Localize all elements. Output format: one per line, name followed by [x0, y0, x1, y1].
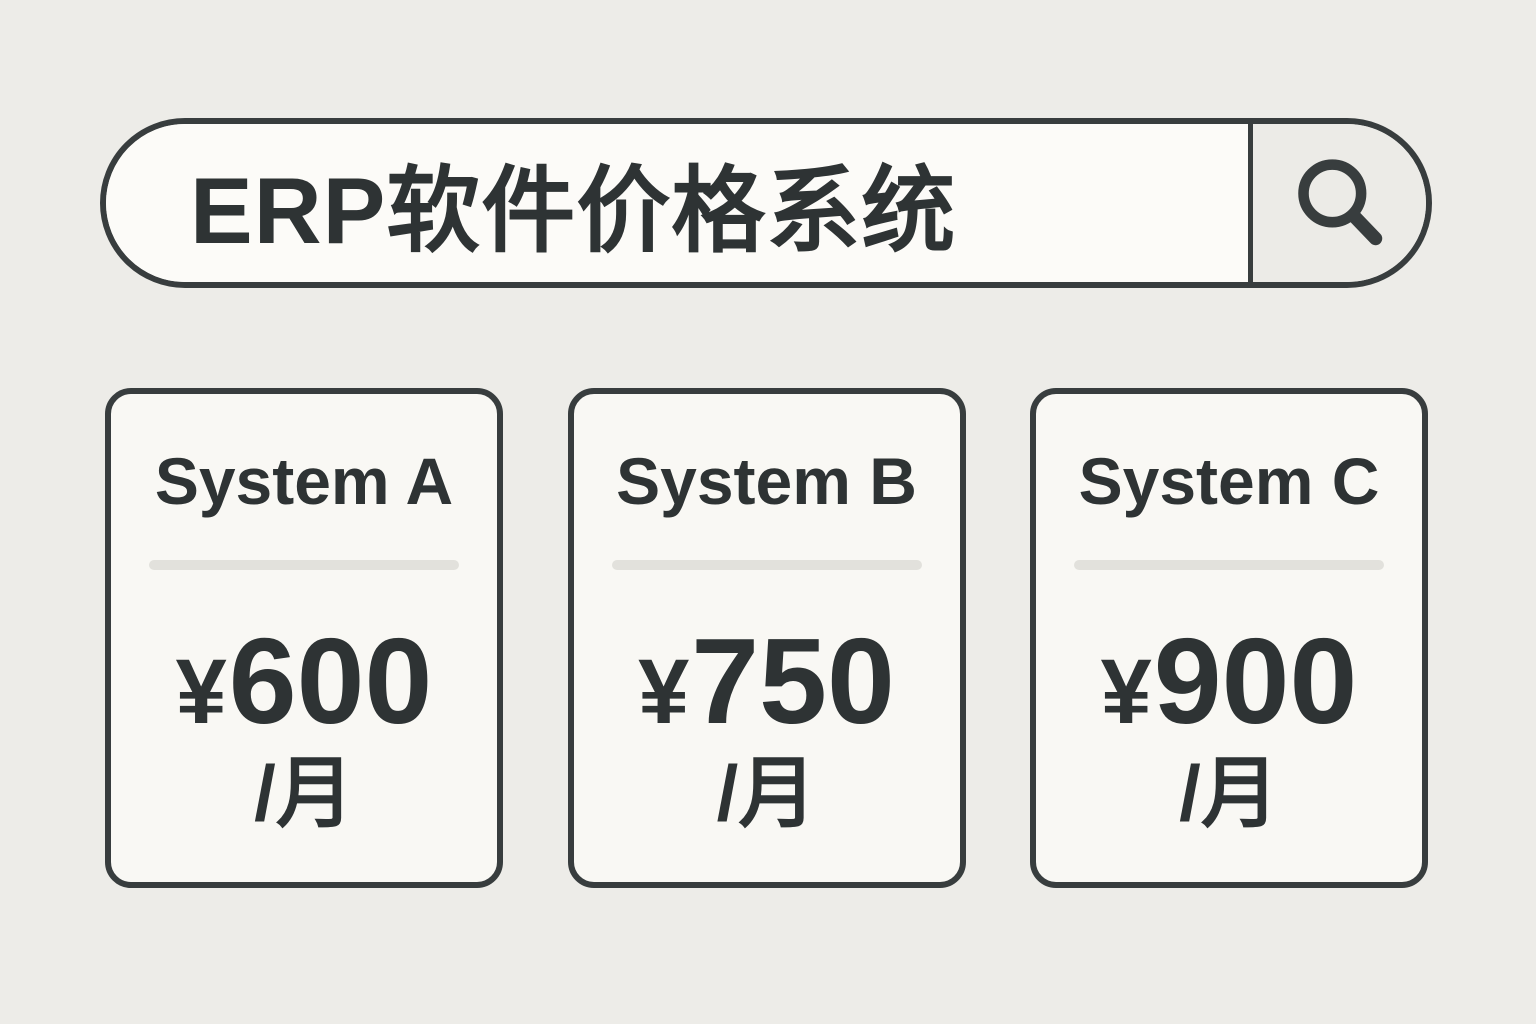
- card-price: ¥750: [574, 620, 960, 742]
- card-system-a: System A ¥600 /月: [105, 388, 503, 888]
- search-input[interactable]: ERP软件价格系统: [106, 124, 1248, 282]
- currency-symbol: ¥: [175, 640, 229, 743]
- card-title: System B: [616, 444, 917, 518]
- card-divider: [611, 559, 922, 570]
- price-amount: 600: [228, 612, 433, 749]
- card-system-b: System B ¥750 /月: [567, 388, 966, 888]
- card-system-c: System C ¥900 /月: [1030, 388, 1428, 888]
- price-amount: 900: [1153, 612, 1358, 749]
- card-title: System C: [1078, 444, 1380, 518]
- search-button[interactable]: [1248, 124, 1426, 282]
- price-period: /月: [716, 748, 817, 837]
- card-divider: [1074, 559, 1384, 570]
- search-icon: [1292, 155, 1388, 251]
- search-bar: ERP软件价格系统: [100, 118, 1432, 288]
- card-price: ¥600: [111, 620, 497, 742]
- price-amount: 750: [691, 612, 895, 749]
- price-period: /月: [254, 748, 354, 837]
- currency-symbol: ¥: [1100, 640, 1154, 743]
- currency-symbol: ¥: [638, 640, 692, 743]
- card-title: System A: [154, 444, 454, 518]
- pricing-cards: System A ¥600 /月 System B ¥750 /月 System…: [105, 388, 1428, 888]
- card-divider: [149, 559, 459, 570]
- card-price: ¥900: [1036, 620, 1422, 742]
- price-period: /月: [1179, 748, 1279, 837]
